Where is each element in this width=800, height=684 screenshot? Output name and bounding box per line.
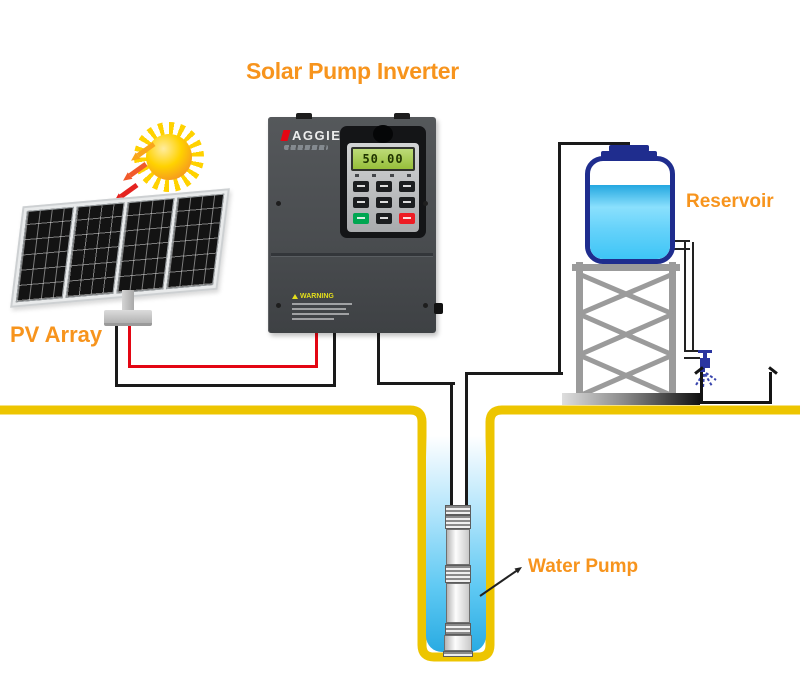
keypad-button	[399, 181, 415, 192]
pv-negative-wire	[115, 384, 336, 387]
callout-arrow	[479, 567, 522, 597]
water-pump-label: Water Pump	[528, 556, 639, 577]
outlet-pipe	[684, 242, 694, 352]
screw-icon	[276, 201, 281, 206]
mounting-tab	[296, 113, 312, 119]
water-pipe	[465, 372, 468, 507]
pump-cable	[377, 382, 455, 385]
warning-label: WARNING	[292, 293, 358, 320]
inverter-brand: AGGIE	[280, 128, 341, 143]
stand-base	[562, 393, 700, 405]
pv-positive-wire	[128, 318, 131, 368]
solar-panel	[15, 206, 75, 303]
keypad-buttons	[353, 181, 415, 224]
water-basin	[700, 372, 772, 404]
water-pipe	[558, 142, 630, 145]
status-leds	[355, 174, 411, 177]
reservoir-label: Reservoir	[686, 191, 774, 212]
diagram-title: Solar Pump Inverter	[246, 58, 459, 84]
cover-seam	[271, 253, 433, 257]
brand-tagline	[284, 145, 328, 150]
side-connector	[434, 303, 443, 314]
tank-stand	[572, 262, 680, 400]
pv-positive-wire	[315, 333, 318, 368]
pump-cable	[450, 382, 453, 507]
mounting-tab	[394, 113, 410, 119]
screw-icon	[423, 303, 428, 308]
stop-button	[399, 213, 415, 224]
solar-panel	[115, 198, 175, 294]
run-button	[353, 213, 369, 224]
keypad-button	[353, 181, 369, 192]
keypad-knob	[373, 125, 393, 143]
lcd-display: 50.00	[351, 147, 415, 171]
water-pipe	[465, 372, 563, 375]
keypad-button	[376, 197, 392, 208]
screw-icon	[423, 201, 428, 206]
submersible-pump	[443, 505, 473, 657]
tank-cap	[609, 145, 649, 152]
keypad-button	[376, 213, 392, 224]
pv-negative-wire	[333, 333, 336, 387]
pv-mount-pole	[122, 290, 134, 314]
water-tap-icon	[695, 350, 717, 389]
pv-array-label: PV Array	[10, 322, 103, 347]
solar-pump-inverter: AGGIE 50.00	[268, 113, 443, 333]
keypad-button	[399, 197, 415, 208]
keypad-button	[353, 197, 369, 208]
pv-positive-wire	[128, 365, 318, 368]
solar-panel	[165, 193, 225, 290]
well-pipe	[452, 384, 466, 507]
water-pipe	[558, 142, 561, 375]
pv-mount-base	[104, 310, 152, 326]
reservoir-tank	[585, 156, 675, 264]
keypad-face: 50.00	[347, 143, 419, 232]
outlet-pipe	[684, 350, 700, 359]
inverter-keypad: 50.00	[340, 125, 426, 238]
tank-water	[590, 184, 670, 259]
pv-array	[10, 188, 230, 308]
pump-cable	[377, 333, 380, 385]
screw-icon	[276, 303, 281, 308]
outlet-pipe	[668, 240, 690, 250]
solar-panel	[65, 202, 125, 298]
warning-triangle-icon	[292, 294, 298, 299]
tank-cap	[601, 151, 657, 161]
pv-negative-wire	[115, 318, 118, 387]
keypad-button	[376, 181, 392, 192]
sun-icon	[146, 134, 192, 180]
brand-logo-icon	[280, 130, 291, 141]
